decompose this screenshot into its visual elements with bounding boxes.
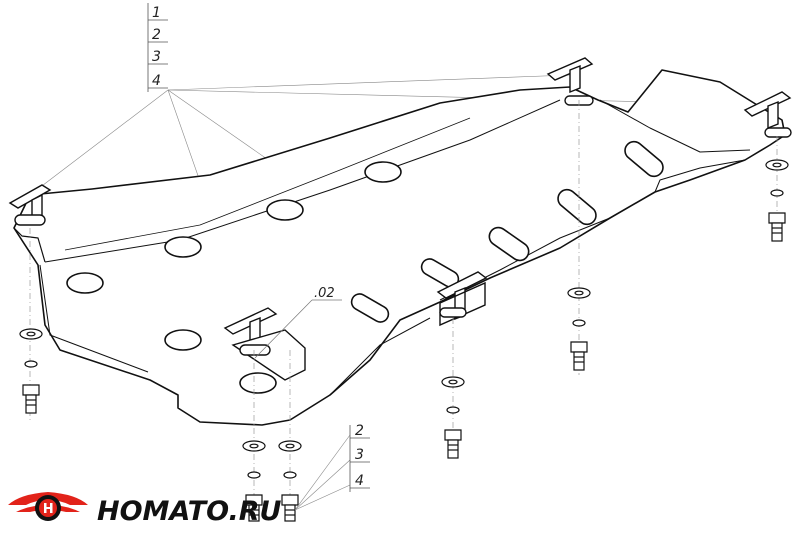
hole-3 [266, 199, 304, 221]
logo-wings-emblem [8, 492, 88, 521]
fastener-set-rear-center [567, 287, 591, 371]
bracket-front-left [8, 184, 52, 226]
slot-3 [624, 140, 664, 178]
callout-bottom-4: 4 [355, 473, 364, 489]
callout-top-4: 4 [152, 73, 161, 89]
bracket-mid-right [436, 271, 488, 327]
fastener-set-bottom-right [278, 440, 302, 522]
fastener-sets [19, 159, 789, 522]
hole-2 [164, 236, 202, 258]
slot-holes [350, 140, 664, 323]
fastener-set-mid-right [441, 376, 465, 459]
bottom-callout-stack: 2 3 4 [294, 423, 370, 511]
fastener-set-front-left [19, 328, 43, 414]
homato-logo: HOMATO.RU [8, 492, 282, 527]
skid-plate [13, 69, 786, 426]
slot-2 [557, 188, 597, 226]
fastener-set-rear-right [765, 159, 789, 242]
slot-1 [488, 226, 530, 262]
mounting-brackets [8, 57, 792, 381]
round-holes [66, 161, 402, 394]
fastener-set-bottom-left [242, 440, 266, 522]
slot-5 [350, 293, 390, 323]
hole-6 [239, 372, 277, 394]
part-label-02-text: .02 [314, 286, 335, 301]
hole-1 [66, 272, 104, 294]
part-label-02: .02 [254, 286, 342, 359]
bracket-rear-right [743, 91, 792, 138]
bracket-center-02 [223, 307, 306, 381]
hole-4 [364, 161, 402, 183]
callout-top-3: 3 [152, 49, 161, 65]
callout-bottom-2: 2 [355, 423, 364, 439]
callout-top-1: 1 [152, 5, 161, 21]
callout-bottom-3: 3 [355, 447, 364, 463]
logo-text: HOMATO.RU [97, 496, 282, 527]
top-callout-stack: 1 2 3 4 [147, 3, 168, 92]
callout-top-2: 2 [152, 27, 161, 43]
hole-5 [164, 329, 202, 351]
